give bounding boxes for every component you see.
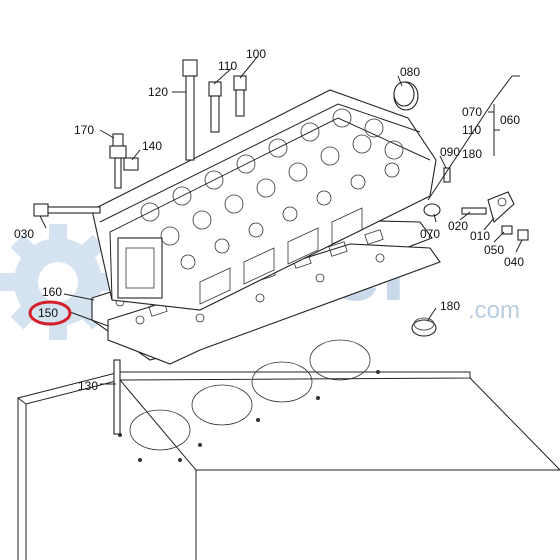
nut-050: [501, 225, 513, 235]
intake-port: [117, 237, 163, 299]
nut-040: [517, 229, 529, 241]
bolt-110: [208, 81, 222, 133]
label-050: 050: [484, 243, 504, 257]
label-100: 100: [246, 47, 266, 61]
stud-020: [461, 207, 487, 215]
highlight-ring: [28, 300, 72, 326]
label-030: 030: [14, 227, 34, 241]
watermark-suffix: .com: [468, 297, 520, 324]
cap-180: [411, 317, 437, 337]
bolt-030: [33, 203, 101, 217]
leader-lines: [39, 55, 523, 385]
glow-plug-170: [109, 133, 127, 189]
cylinder-head: [91, 89, 437, 311]
label-070b: 070: [420, 227, 440, 241]
label-130: 130: [78, 379, 98, 393]
plug-080: [393, 81, 419, 111]
label-110b: 110: [462, 123, 481, 137]
label-090: 090: [440, 145, 460, 159]
label-170: 170: [74, 123, 94, 137]
bolt-120: [182, 59, 198, 161]
group-bracket-060: [488, 104, 500, 156]
label-150: 150: [38, 306, 58, 320]
label-020: 020: [448, 219, 468, 233]
stud-130: [113, 359, 121, 435]
part-labels: 100 110 120 080 070 110 060 180 170 140 …: [14, 47, 524, 393]
label-140: 140: [142, 139, 162, 153]
label-060: 060: [500, 113, 520, 127]
bolt-100: [233, 75, 247, 117]
label-110: 110: [218, 59, 237, 73]
label-120: 120: [148, 85, 168, 99]
label-070a: 070: [462, 105, 482, 119]
label-010: 010: [470, 229, 490, 243]
bracket-010: [487, 191, 515, 224]
label-180b: 180: [440, 299, 460, 313]
label-080: 080: [400, 65, 420, 79]
nut-140: [123, 157, 139, 171]
seal-070: [423, 203, 441, 217]
engine-block: [16, 339, 560, 560]
label-040: 040: [504, 255, 524, 269]
label-160: 160: [42, 285, 62, 299]
label-180a: 180: [462, 147, 482, 161]
